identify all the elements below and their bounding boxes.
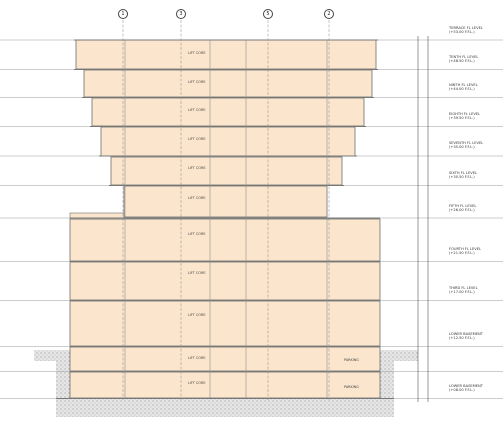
fifth-storey [69,218,381,262]
ground-hatch [34,350,418,417]
lift-core-label: LIFT CORE [188,196,206,200]
lift-core-label: LIFT CORE [188,232,206,236]
partitions [124,40,328,398]
grid-lines [122,20,330,400]
upper-basement [69,346,381,372]
ninth-storey [91,97,365,127]
lift-core-label: LIFT CORE [188,80,206,84]
lift-core-label: LIFT CORE [188,381,206,385]
level-lines [0,39,503,399]
dimension-chain [417,36,429,402]
terrace-storey [75,39,377,70]
lower-basement [69,371,381,399]
level-label-sixth: SIXTH FL LEVEL(+30.50 F.F.L.) [449,171,477,179]
lift-core-label: LIFT CORE [188,166,206,170]
level-label-seventh: SEVENTH FL LEVEL(+35.00 F.F.L.) [449,141,484,149]
grid-bubble-5: 5 [263,9,273,19]
level-label-fifth: FIFTH FL LEVEL(+26.00 F.F.L.) [449,204,477,212]
lift-core-label: LIFT CORE [188,51,206,55]
lift-core-label: LIFT CORE [188,313,206,317]
seventh-storey [110,156,343,186]
level-label-third: THIRD FL LEVEL(+17.00 F.F.L.) [449,286,478,294]
lift-core-label: LIFT CORE [188,356,206,360]
level-label-lower-basement: LOWER BASEMENT(+08.00 F.F.L.) [449,384,483,392]
lift-core-label: LIFT CORE [188,137,206,141]
grid-bubble-2: 2 [324,9,334,19]
eighth-storey [100,126,356,157]
level-label-tenth: TENTH FL LEVEL(+48.50 F.F.L.) [449,55,479,63]
level-label-eighth: EIGHTH FL LEVEL(+39.50 F.F.L.) [449,112,481,120]
lift-core-label: LIFT CORE [188,271,206,275]
third-storey [69,300,381,347]
parking-label: PARKING [344,385,359,389]
level-label-fourth: FOURTH FL LEVEL(+21.50 F.F.L.) [449,247,482,255]
level-label-terrace: TERRACE FL LEVEL(+53.00 F.F.L.) [449,26,483,34]
lift-core-label: LIFT CORE [188,108,206,112]
level-label-ninth: NINTH FL LEVEL(+44.00 F.F.L.) [449,83,478,91]
parking-label: PARKING [344,358,359,362]
fourth-storey [69,261,381,301]
sixth-storey [123,185,328,218]
level-label-upper-basement: LOWER BASEMENT(+12.50 F.F.L.) [449,332,483,340]
grid-bubble-3: 3 [176,9,186,19]
grid-bubble-1: 1 [118,9,128,19]
